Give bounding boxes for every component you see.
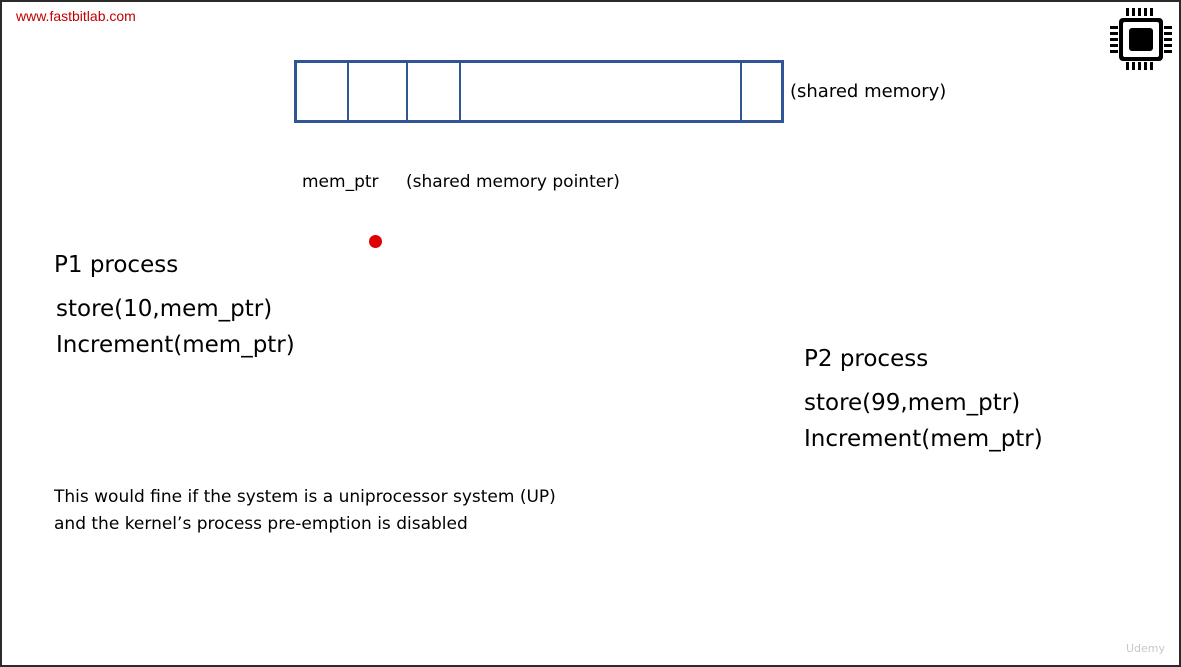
p2-increment-line: Increment(mem_ptr) [804, 426, 1043, 452]
shared-memory-label: (shared memory) [790, 81, 947, 102]
shared-memory-block [294, 60, 784, 123]
pointer-cursor-dot [369, 235, 382, 248]
note-line-2: and the kernel’s process pre-emption is … [54, 514, 468, 534]
pointer-description: (shared memory pointer) [406, 172, 620, 192]
pointer-name: mem_ptr [302, 172, 379, 192]
chip-logo-icon [1110, 8, 1172, 70]
memory-cell [461, 63, 742, 120]
memory-cell [349, 63, 408, 120]
p2-title: P2 process [804, 346, 929, 372]
p1-increment-line: Increment(mem_ptr) [56, 332, 295, 358]
p1-store-line: store(10,mem_ptr) [56, 296, 273, 322]
p1-title: P1 process [54, 252, 179, 278]
memory-cell [742, 63, 781, 120]
note-line-1: This would fine if the system is a unipr… [54, 487, 556, 507]
memory-cell [297, 63, 349, 120]
site-link[interactable]: www.fastbitlab.com [16, 8, 136, 24]
udemy-watermark: Udemy [1126, 642, 1166, 655]
memory-cell [408, 63, 461, 120]
p2-store-line: store(99,mem_ptr) [804, 390, 1021, 416]
